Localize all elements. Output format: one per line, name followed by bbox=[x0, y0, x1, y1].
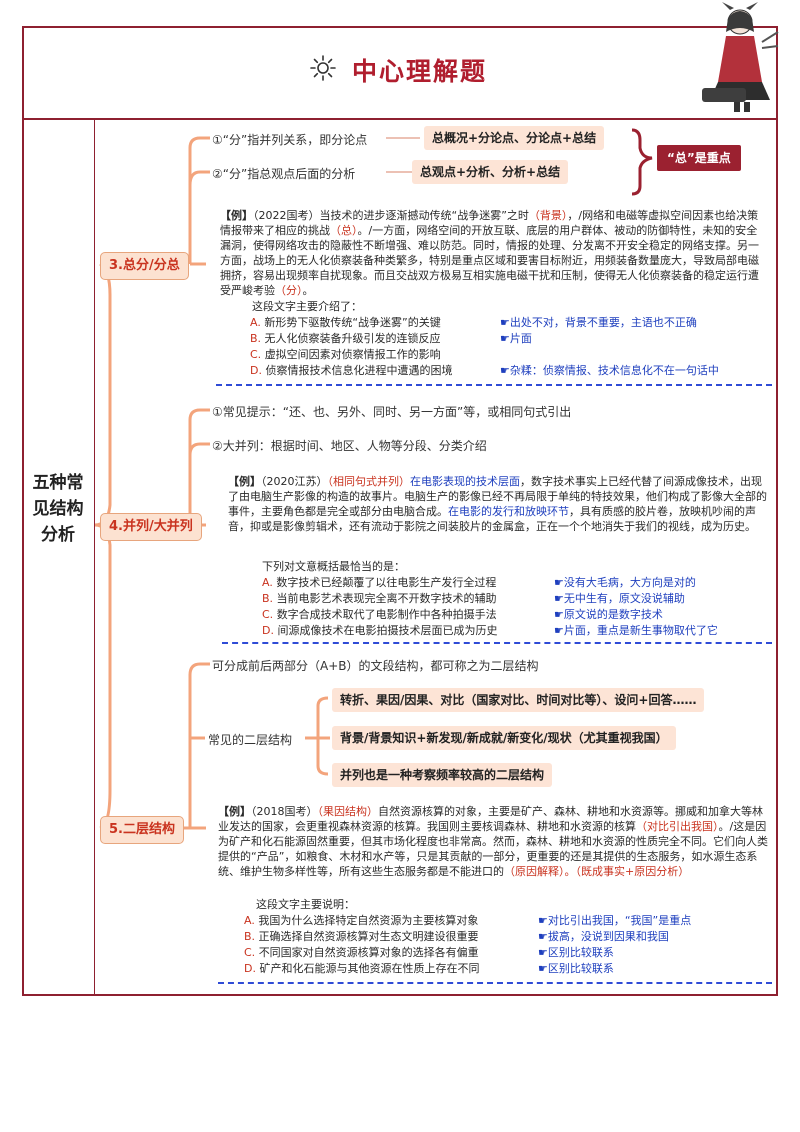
sec4-example-lead: 【例】 bbox=[228, 475, 261, 488]
sec5-remark-d: ☛区别比较联系 bbox=[538, 962, 614, 975]
sec4-example-highlight-1: 在电影表现的技术层面 bbox=[410, 475, 520, 488]
sec5-example-text-1: 自然资源核算的对象，主要是矿产、森林、耕地和水资源等。挪威和加拿大等林业发达的国… bbox=[218, 805, 763, 833]
sec5-example-tag: （果因结构） bbox=[317, 805, 379, 818]
sec4-option-b: B. 当前电影艺术表现完全离不开数字技术的辅助 bbox=[262, 592, 497, 605]
sec3-remark-b: ☛片面 bbox=[500, 332, 532, 345]
sec4-remark-b: ☛无中生有，原文没说辅助 bbox=[554, 592, 685, 605]
sec3-option-b: B. 无人化侦察装备升级引发的连锁反应 bbox=[250, 332, 441, 345]
branch-4-parallel: 4.并列/大并列 bbox=[100, 513, 202, 541]
sec3-remark-d: ☛杂糅：侦察情报、技术信息化不在一句话中 bbox=[500, 364, 719, 377]
sec4-option-a: A. 数字技术已经颠覆了以往电影生产发行全过程 bbox=[262, 576, 497, 589]
sec5-option-a: A. 我国为什么选择特定自然资源为主要核算对象 bbox=[244, 914, 479, 927]
sec5-example-tag-reason: （原因解释） bbox=[504, 865, 565, 878]
sec3-option-a: A. 新形势下驱散传统“战争迷雾”的关键 bbox=[250, 316, 441, 329]
sec5-note: 可分成前后两部分（A+B）的文段结构，都可称之为二层结构 bbox=[212, 659, 539, 673]
sec3-remark-a: ☛出处不对，背景不重要，主语也不正确 bbox=[500, 316, 697, 329]
sec3-option-c: C. 虚拟空间因素对侦察情报工作的影响 bbox=[250, 348, 441, 361]
sec5-remark-c: ☛区别比较联系 bbox=[538, 946, 614, 959]
sec5-pill-2: 背景/背景知识+新发现/新成就/新变化/现状（尤其重视我国） bbox=[332, 726, 676, 750]
sec5-example-text-2: 。/这是因为矿产和化石能源固然重要，但其市场化程度也非常高。然而，森林、耕地和水… bbox=[218, 820, 768, 878]
sec3-example-source: （2022国考） bbox=[253, 209, 320, 222]
root-divider bbox=[94, 120, 95, 994]
sec5-remark-b: ☛拔高，没说到因果和我国 bbox=[538, 930, 669, 943]
sec4-example-tag: （相同句式并列） bbox=[327, 475, 411, 488]
sec4-option-c: C. 数字合成技术取代了电影制作中各种拍摄手法 bbox=[262, 608, 497, 621]
sec4-question: 下列对文意概括最恰当的是： bbox=[262, 560, 405, 573]
sec3-example-lead: 【例】 bbox=[220, 209, 253, 222]
page-frame bbox=[22, 26, 778, 996]
sec5-remark-a: ☛对比引出我国，“我国”是重点 bbox=[538, 914, 692, 927]
sec3-example-tag-background: （背景） bbox=[528, 209, 568, 222]
sec3-pill-1: 总概况+分论点、分论点+总结 bbox=[424, 126, 605, 150]
sec4-remark-d: ☛片面，重点是新生事物取代了它 bbox=[554, 624, 718, 637]
sun-icon bbox=[310, 55, 336, 85]
sec3-divider bbox=[216, 384, 772, 386]
sec3-question: 这段文字主要介绍了： bbox=[252, 300, 362, 313]
branch-5-two-layer: 5.二层结构 bbox=[100, 816, 184, 844]
sec3-example-text-2: ，/网络和电磁等虚拟空间因素也给决策情报带来了相应的挑战 bbox=[220, 209, 759, 237]
sec4-example: 【例】（2020江苏）（相同句式并列）在电影表现的技术层面，数字技术事实上已经代… bbox=[228, 474, 768, 534]
sec3-example-text-3: 。/一方面，网络空间的开放互联、底层的用户群体、被动的防御特性，未知的安全漏洞，… bbox=[220, 224, 759, 297]
sec4-divider bbox=[222, 642, 772, 644]
root-label: 五种常见结构分析 bbox=[32, 473, 84, 545]
sec5-option-c: C. 不同国家对自然资源核算对象的选择各有偏重 bbox=[244, 946, 479, 959]
sec4-remark-a: ☛没有大毛病，大方向是对的 bbox=[554, 576, 696, 589]
sec3-example: 【例】（2022国考）当技术的进步逐渐撼动传统“战争迷雾”之时（背景），/网络和… bbox=[220, 208, 768, 298]
branch-3-total-sub: 3.总分/分总 bbox=[100, 252, 189, 280]
sec5-pill-1: 转折、果因/因果、对比（国家对比、时间对比等）、设问+回答…… bbox=[332, 688, 705, 712]
sec4-example-source: （2020江苏） bbox=[261, 475, 328, 488]
page-title: 中心理解题 bbox=[352, 57, 488, 86]
sec3-note-1: ①“分”指并列关系，即分论点 bbox=[212, 133, 368, 147]
header-divider bbox=[22, 118, 778, 120]
sec4-remark-c: ☛原文说的是数字技术 bbox=[554, 608, 663, 621]
sec4-example-text-1: ，数字技术事实上已经代替了间源成像技术，出现了由电脑生产影像的构造的故事片。电脑… bbox=[228, 475, 767, 518]
sec5-option-b: B. 正确选择自然资源核算对生态文明建设很重要 bbox=[244, 930, 479, 943]
sec4-example-text-2: ，具有质感的胶片卷，放映机吵闹的声音，抑或是影像剪辑术，还有流动于影院之间装胶片… bbox=[228, 505, 756, 533]
sec4-note-1: ①常见提示：“还、也、另外、同时、另一方面”等，或相同句式引出 bbox=[212, 405, 572, 419]
sec3-example-tag-total: （总） bbox=[330, 224, 358, 237]
sec3-example-tag-sub: （分） bbox=[275, 284, 303, 297]
sec3-note-2: ②“分”指总观点后面的分析 bbox=[212, 167, 356, 181]
sec5-pill-3: 并列也是一种考察频率较高的二层结构 bbox=[332, 763, 553, 787]
sec5-example-lead: 【例】 bbox=[218, 805, 251, 818]
page-header: 中心理解题 bbox=[310, 52, 487, 88]
sec4-option-d: D. 间源成像技术在电影拍摄技术层面已成为历史 bbox=[262, 624, 498, 637]
sec5-example-text-3: 。（既成事实+原因分析） bbox=[564, 865, 690, 878]
sec5-sub-label: 常见的二层结构 bbox=[208, 733, 293, 747]
sec5-example: 【例】（2018国考）（果因结构）自然资源核算的对象，主要是矿产、森林、耕地和水… bbox=[218, 804, 770, 879]
sec3-pill-2: 总观点+分析、分析+总结 bbox=[412, 160, 569, 184]
sec5-question: 这段文字主要说明： bbox=[256, 898, 355, 911]
sec3-example-text-4: 。 bbox=[302, 284, 314, 297]
sec3-example-text-1: 当技术的进步逐渐撼动传统“战争迷雾”之时 bbox=[319, 209, 529, 222]
emphasis-badge: “总”是重点 bbox=[657, 145, 741, 171]
sec5-option-d: D. 矿产和化石能源与其他资源在性质上存在不同 bbox=[244, 962, 480, 975]
sec5-example-source: （2018国考） bbox=[251, 805, 318, 818]
character-illustration bbox=[700, 2, 780, 116]
sec5-divider bbox=[218, 982, 772, 984]
sec5-example-tag-contrast: （对比引出我国） bbox=[636, 820, 719, 833]
sec4-example-highlight-2: 在电影的发行和放映环节 bbox=[448, 505, 569, 518]
sec4-note-2: ②大并列：根据时间、地区、人物等分段、分类介绍 bbox=[212, 439, 487, 453]
sec3-option-d: D. 侦察情报技术信息化进程中遭遇的困境 bbox=[250, 364, 453, 377]
